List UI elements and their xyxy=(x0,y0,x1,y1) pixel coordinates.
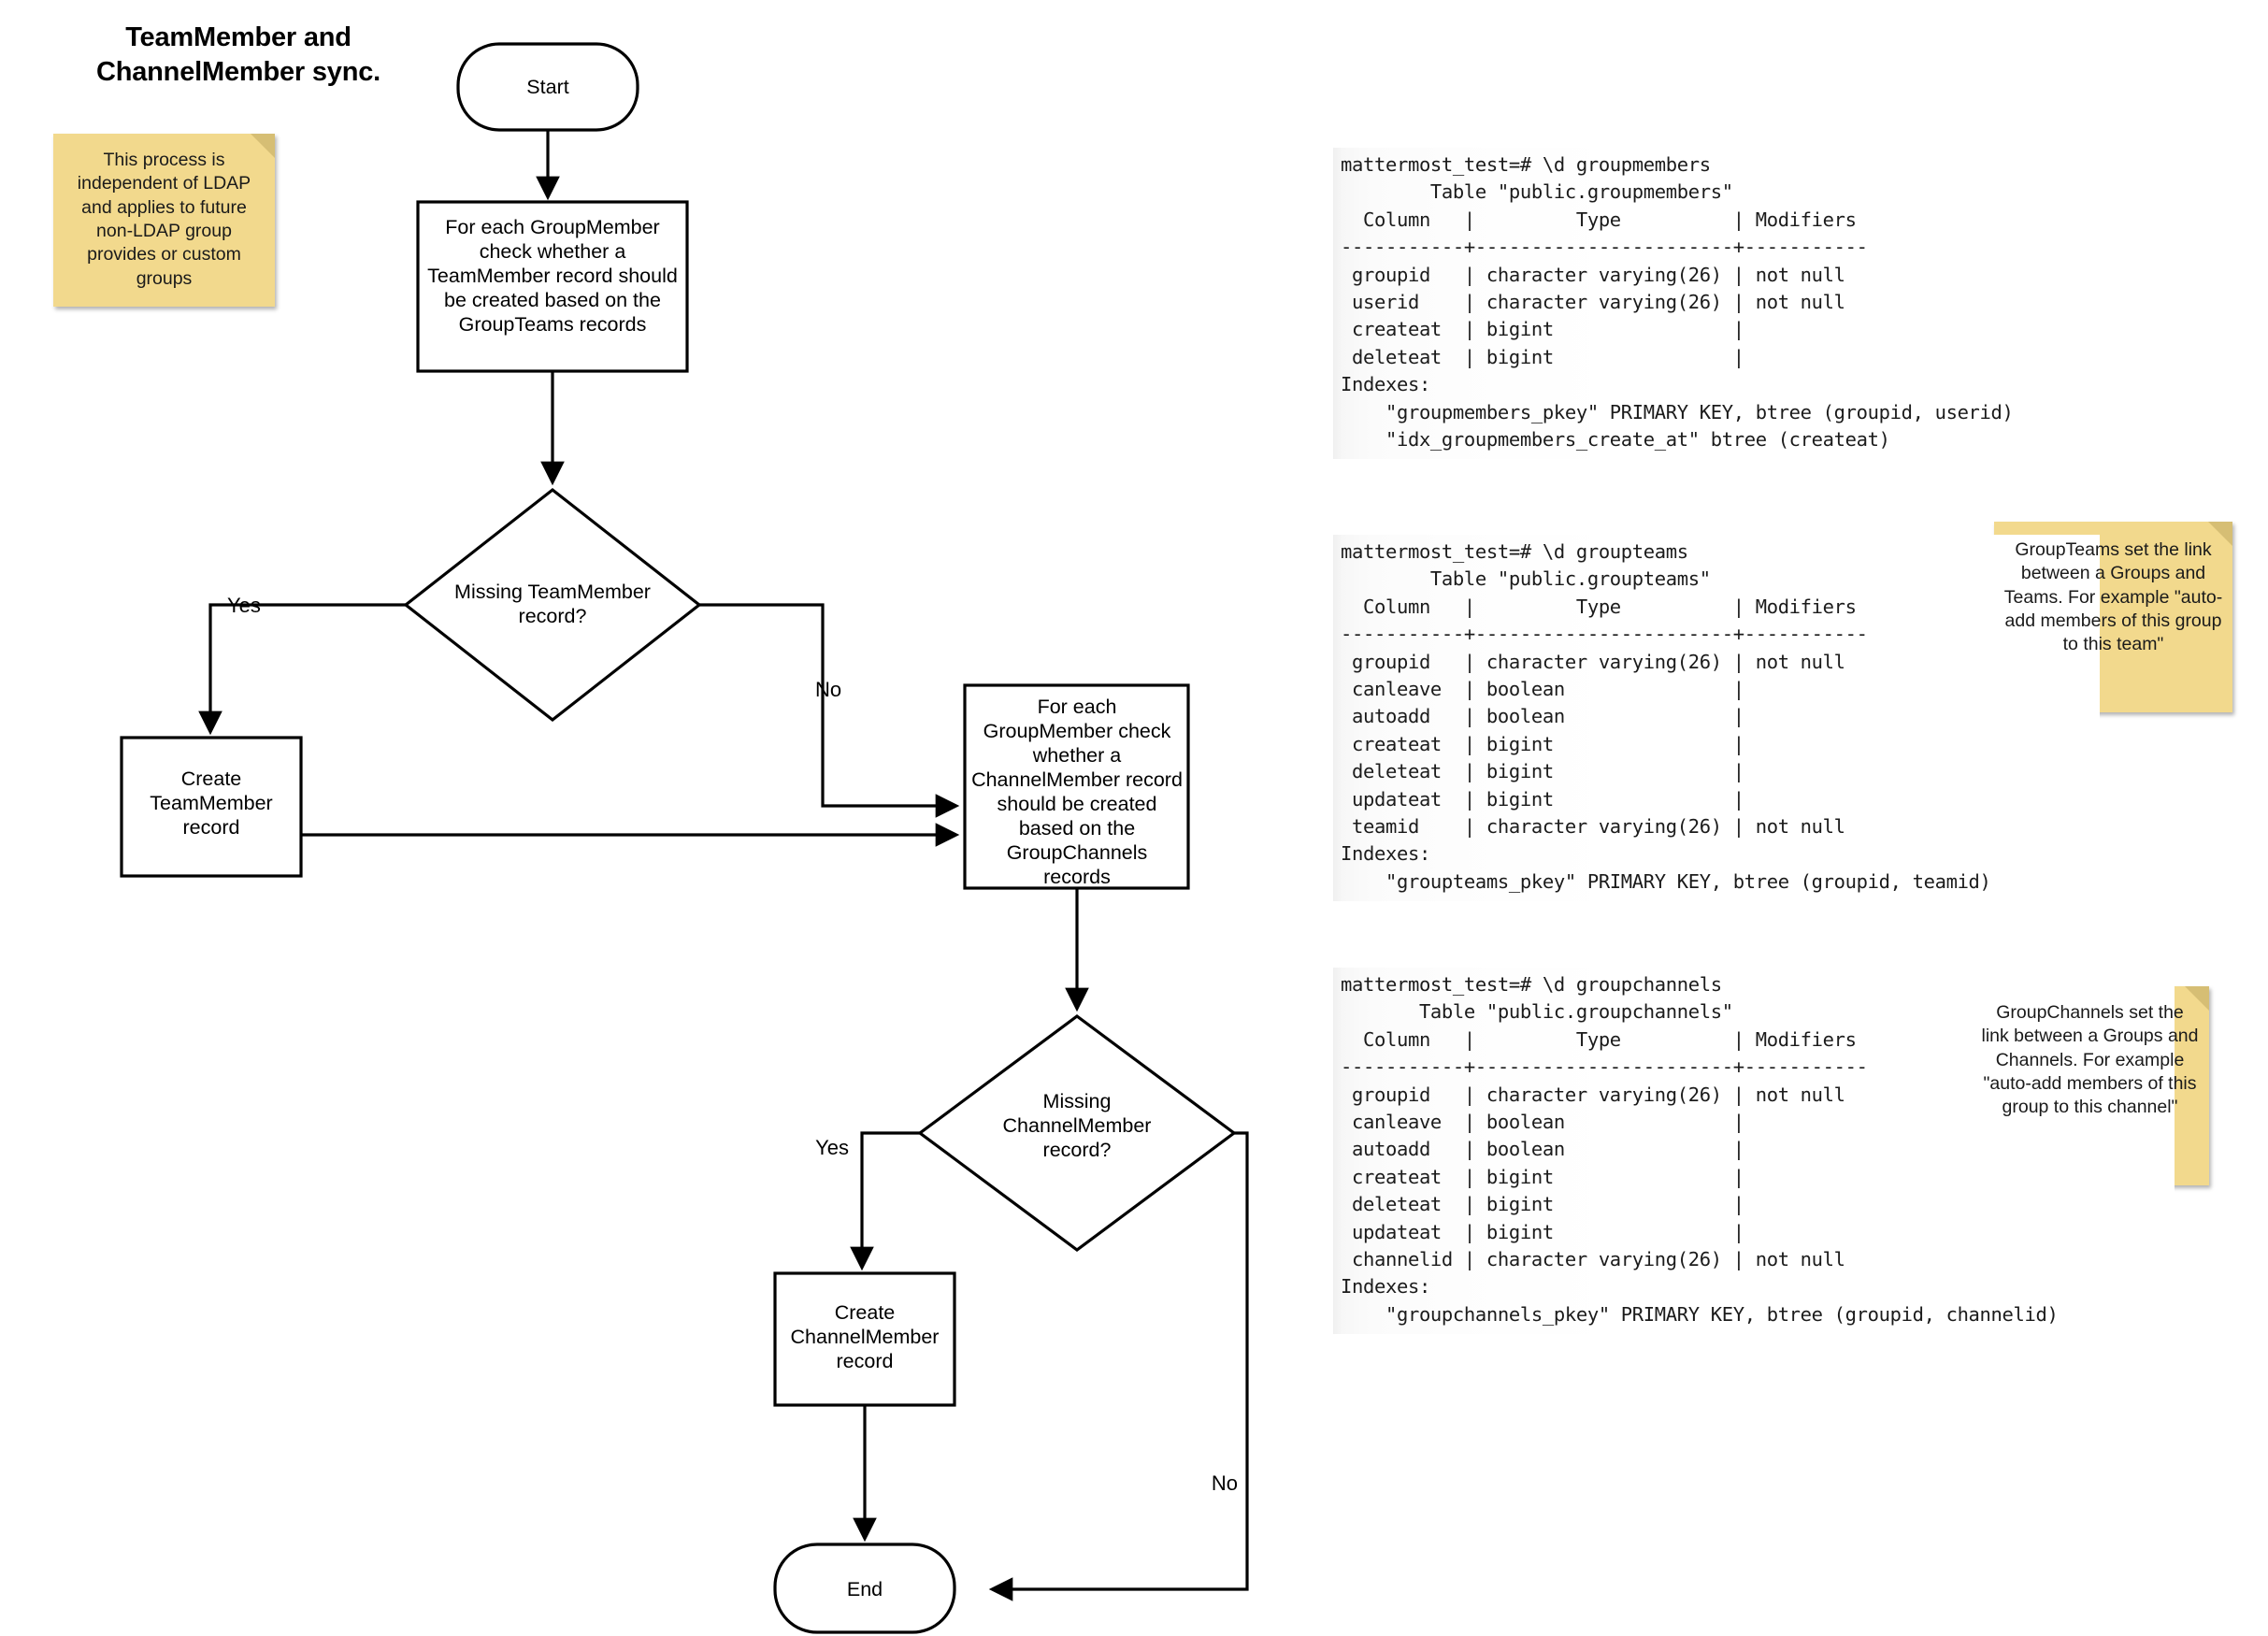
decision-channelmember-line-2: ChannelMember xyxy=(1003,1114,1152,1137)
node-decision-channelmember: Missing ChannelMember record? xyxy=(917,1014,1237,1252)
create-teammember-line-1: Create xyxy=(181,768,242,790)
process-channelmember-line-6: based on the xyxy=(1019,817,1135,840)
process-channelmember-line-3: whether a xyxy=(1032,744,1121,767)
flowchart: Start For each GroupMember check whether… xyxy=(120,42,1249,1634)
node-create-teammember: Create TeamMember record xyxy=(120,736,303,878)
decision-teammember-line-1: Missing TeamMember xyxy=(454,581,651,603)
process-teammember-line-2: check whether a xyxy=(480,240,626,263)
process-teammember-line-1: For each GroupMember xyxy=(445,216,659,238)
node-process-teammember: For each GroupMember check whether a Tea… xyxy=(416,200,689,373)
process-channelmember-line-5: should be created xyxy=(998,793,1157,815)
create-channelmember-line-2: ChannelMember xyxy=(791,1326,940,1348)
edge-decision-channelmember-no xyxy=(988,1131,1249,1601)
edge-decision-channelmember-yes xyxy=(850,1131,920,1271)
node-end-label: End xyxy=(847,1578,883,1600)
node-start: Start xyxy=(456,42,639,132)
node-process-channelmember: For each GroupMember check whether a Cha… xyxy=(963,683,1190,890)
decision-channelmember-line-3: record? xyxy=(1043,1139,1112,1161)
edge-decision-teammember-no xyxy=(699,603,960,818)
create-channelmember-line-3: record xyxy=(837,1350,894,1372)
process-channelmember-line-2: GroupMember check xyxy=(983,720,1171,742)
process-channelmember-line-8: records xyxy=(1043,866,1111,888)
edge-label-yes-teammember: Yes xyxy=(227,594,261,617)
process-teammember-line-4: be created based on the xyxy=(444,289,661,311)
node-decision-teammember: Missing TeamMember record? xyxy=(403,487,702,723)
edge-label-yes-channelmember: Yes xyxy=(815,1136,849,1159)
process-channelmember-line-4: ChannelMember record xyxy=(971,768,1183,791)
decision-channelmember-line-1: Missing xyxy=(1043,1090,1112,1112)
process-channelmember-line-1: For each xyxy=(1038,696,1117,718)
node-create-channelmember: Create ChannelMember record xyxy=(773,1271,956,1407)
edge-decision-teammember-yes xyxy=(198,603,406,736)
terminal-output-groupmembers: mattermost_test=# \d groupmembers Table … xyxy=(1333,148,2100,460)
create-teammember-line-3: record xyxy=(183,816,240,839)
process-teammember-line-3: TeamMember record should xyxy=(427,265,678,287)
create-teammember-line-2: TeamMember xyxy=(150,792,272,814)
process-channelmember-line-7: GroupChannels xyxy=(1007,841,1148,864)
decision-teammember-line-2: record? xyxy=(519,605,587,627)
sticky-note-ldap: This process is independent of LDAP and … xyxy=(53,134,275,307)
edge-label-no-teammember: No xyxy=(815,678,841,701)
terminal-output-groupteams: mattermost_test=# \d groupteams Table "p… xyxy=(1333,535,2100,902)
edge-label-no-channelmember: No xyxy=(1212,1471,1238,1495)
sticky-note-groupchannels-text: GroupChannels set the link between a Gro… xyxy=(1981,1002,2199,1118)
process-teammember-line-5: GroupTeams records xyxy=(459,313,647,336)
sticky-note-ldap-text: This process is independent of LDAP and … xyxy=(77,150,251,289)
terminal-output-groupchannels: mattermost_test=# \d groupchannels Table… xyxy=(1333,968,2175,1335)
node-end: End xyxy=(773,1543,956,1634)
create-channelmember-line-1: Create xyxy=(835,1301,896,1324)
node-start-label: Start xyxy=(526,76,568,98)
sticky-note-groupteams-text: GroupTeams set the link between a Groups… xyxy=(2003,539,2223,655)
